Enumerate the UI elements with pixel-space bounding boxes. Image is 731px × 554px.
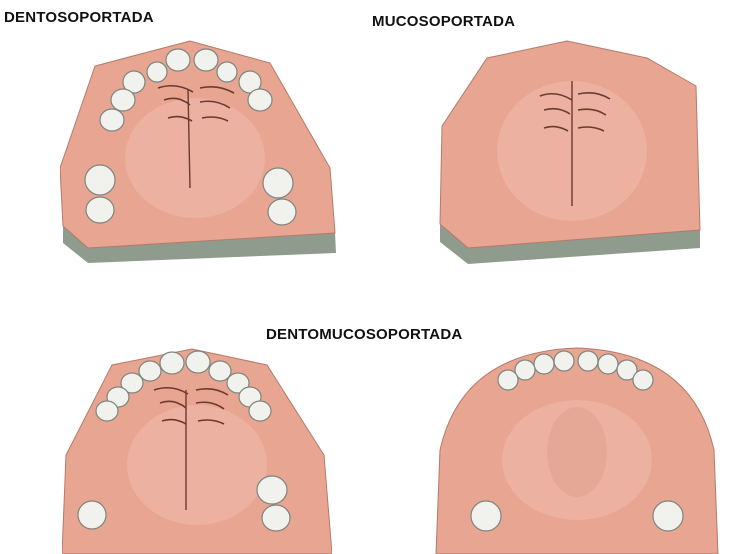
tooth — [186, 351, 210, 373]
tooth — [209, 361, 231, 381]
palate-highlight — [125, 98, 265, 218]
tooth — [78, 501, 106, 529]
tooth — [147, 62, 167, 82]
tooth — [139, 361, 161, 381]
mucosoportada-model — [432, 36, 712, 264]
tooth — [166, 49, 190, 71]
tooth — [111, 89, 135, 111]
palate-highlight — [127, 405, 267, 525]
title-mucosoportada: MUCOSOPORTADA — [372, 13, 515, 30]
tooth — [554, 351, 574, 371]
tooth — [534, 354, 554, 374]
tooth — [249, 401, 271, 421]
palate-stipple — [547, 407, 607, 497]
tooth — [578, 351, 598, 371]
tooth — [248, 89, 272, 111]
tooth — [653, 501, 683, 531]
tooth — [498, 370, 518, 390]
tooth — [86, 197, 114, 223]
tooth — [471, 501, 501, 531]
title-dentosoportada: DENTOSOPORTADA — [4, 9, 154, 26]
dentomucosoportada-model-left — [62, 345, 332, 554]
tooth — [268, 199, 296, 225]
tooth — [96, 401, 118, 421]
dentosoportada-model — [60, 38, 340, 263]
tooth — [85, 165, 115, 195]
tooth — [100, 109, 124, 131]
tooth — [257, 476, 287, 504]
tooth — [598, 354, 618, 374]
tooth — [194, 49, 218, 71]
tooth — [160, 352, 184, 374]
tooth — [263, 168, 293, 198]
tooth — [262, 505, 290, 531]
dentomucosoportada-model-right — [432, 340, 722, 554]
tooth — [633, 370, 653, 390]
tooth — [217, 62, 237, 82]
